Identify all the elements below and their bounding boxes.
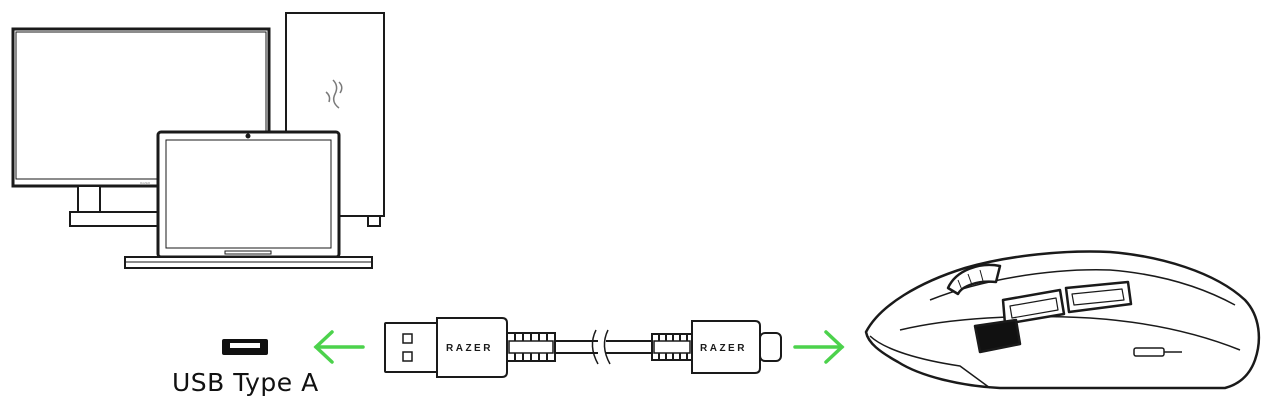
strain-relief-right (651, 333, 693, 361)
arrow-left-icon (313, 330, 365, 364)
usb-cable: RAZER RAZER (384, 317, 782, 378)
razer-logo-icon (325, 79, 343, 109)
thumb-button (973, 318, 1022, 354)
svg-text:RAZER: RAZER (140, 181, 151, 185)
arrow-right-icon (793, 330, 845, 364)
cable-break-icon (591, 329, 611, 365)
usb-a-plug-icon (384, 322, 438, 373)
side-buttons (1001, 280, 1133, 326)
strain-relief-left (506, 332, 556, 362)
cable-brand-right: RAZER (700, 343, 747, 354)
laptop-icon (124, 130, 373, 269)
usb-c-plug-icon (759, 332, 782, 362)
mouse-usb-c-port-icon (1133, 347, 1182, 357)
cable-brand-left: RAZER (446, 343, 493, 354)
gaming-mouse-icon (864, 250, 1261, 390)
usb-type-a-port-icon (222, 339, 268, 355)
scroll-wheel-icon (946, 263, 1002, 296)
usb-type-a-label: USB Type A (172, 368, 319, 397)
